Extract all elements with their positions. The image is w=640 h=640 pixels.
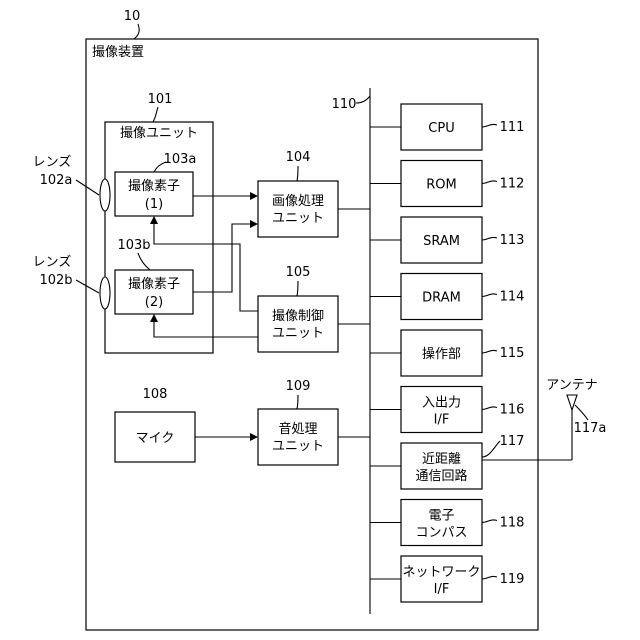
- mic-label: マイク: [136, 431, 175, 446]
- device-title: 撮像装置: [92, 44, 144, 60]
- sensor-a-line2: (1): [145, 197, 163, 212]
- bus-block-112-ref: 112: [500, 177, 525, 192]
- imaging-unit-title: 撮像ユニット: [120, 125, 198, 141]
- image-processing-line1: 画像処理: [272, 194, 324, 209]
- bus-block-116-ref: 116: [500, 403, 525, 418]
- bus-block-117-ref: 117: [500, 434, 525, 449]
- bus-block-111-label: CPU: [428, 121, 454, 136]
- sensor-b-ref-label: 103b: [117, 238, 150, 253]
- sound-processing-ref-label: 109: [286, 379, 311, 394]
- imaging-control-line2: ユニット: [272, 326, 324, 341]
- bus-ref-label: 110: [332, 97, 357, 112]
- antenna-label: アンテナ: [546, 378, 597, 393]
- bus-block-119-line1: ネットワーク: [402, 565, 480, 580]
- sensor-b-line2: (2): [145, 295, 163, 310]
- bus-block-118-line1: 電子: [428, 509, 454, 524]
- sensor-a-ref-label: 103a: [164, 152, 197, 167]
- image-processing-ref-label: 104: [286, 150, 311, 165]
- lens-a-name: レンズ: [33, 154, 72, 170]
- bus-block-118-ref: 118: [500, 516, 525, 531]
- bus-block-115-ref: 115: [500, 346, 525, 361]
- bus-block-117-line2: 通信回路: [415, 468, 467, 484]
- bus-block-112-label: ROM: [426, 178, 456, 193]
- bus-block-119-line2: I/F: [434, 582, 450, 597]
- bus-block-116-line1: 入出力: [422, 396, 461, 411]
- imaging-unit-ref-label: 101: [148, 92, 173, 107]
- bus-block-113-ref: 113: [500, 233, 525, 248]
- bus-block-114-ref: 114: [500, 290, 525, 305]
- bus-block-115-label: 操作部: [422, 346, 461, 362]
- sensor-a-line1: 撮像素子: [128, 178, 180, 194]
- image-processing-box: [258, 181, 338, 237]
- imaging-control-line1: 撮像制御: [272, 308, 324, 324]
- antenna-ref-leader: [575, 405, 588, 420]
- lens-a-shape: [100, 179, 110, 211]
- lens-a-ref: 102a: [40, 173, 73, 188]
- bus-block-117-line1: 近距離: [422, 452, 461, 467]
- mic-ref-label: 108: [143, 387, 168, 402]
- lens-b-name: レンズ: [33, 254, 72, 270]
- bus-block-119-ref: 119: [500, 572, 525, 587]
- bus-block-116-line2: I/F: [434, 413, 450, 428]
- imaging-control-box: [258, 296, 338, 352]
- imaging-control-ref-label: 105: [286, 265, 311, 280]
- lens-b-ref: 102b: [39, 273, 72, 288]
- bus-block-113-label: SRAM: [423, 234, 460, 249]
- lens-b-shape: [100, 277, 110, 309]
- sensor-b-line1: 撮像素子: [128, 276, 180, 292]
- bus-block-111-ref: 111: [500, 120, 525, 135]
- device-ref-label: 10: [124, 9, 141, 24]
- bus-block-114-label: DRAM: [422, 291, 461, 306]
- bus-block-118-line2: コンパス: [415, 526, 467, 541]
- sound-processing-line1: 音処理: [278, 421, 317, 437]
- device-ref-leader: [134, 24, 139, 39]
- image-processing-line2: ユニット: [272, 211, 324, 226]
- sound-processing-box: [258, 409, 338, 465]
- antenna-ref-label: 117a: [574, 421, 607, 436]
- sound-processing-line2: ユニット: [272, 439, 324, 454]
